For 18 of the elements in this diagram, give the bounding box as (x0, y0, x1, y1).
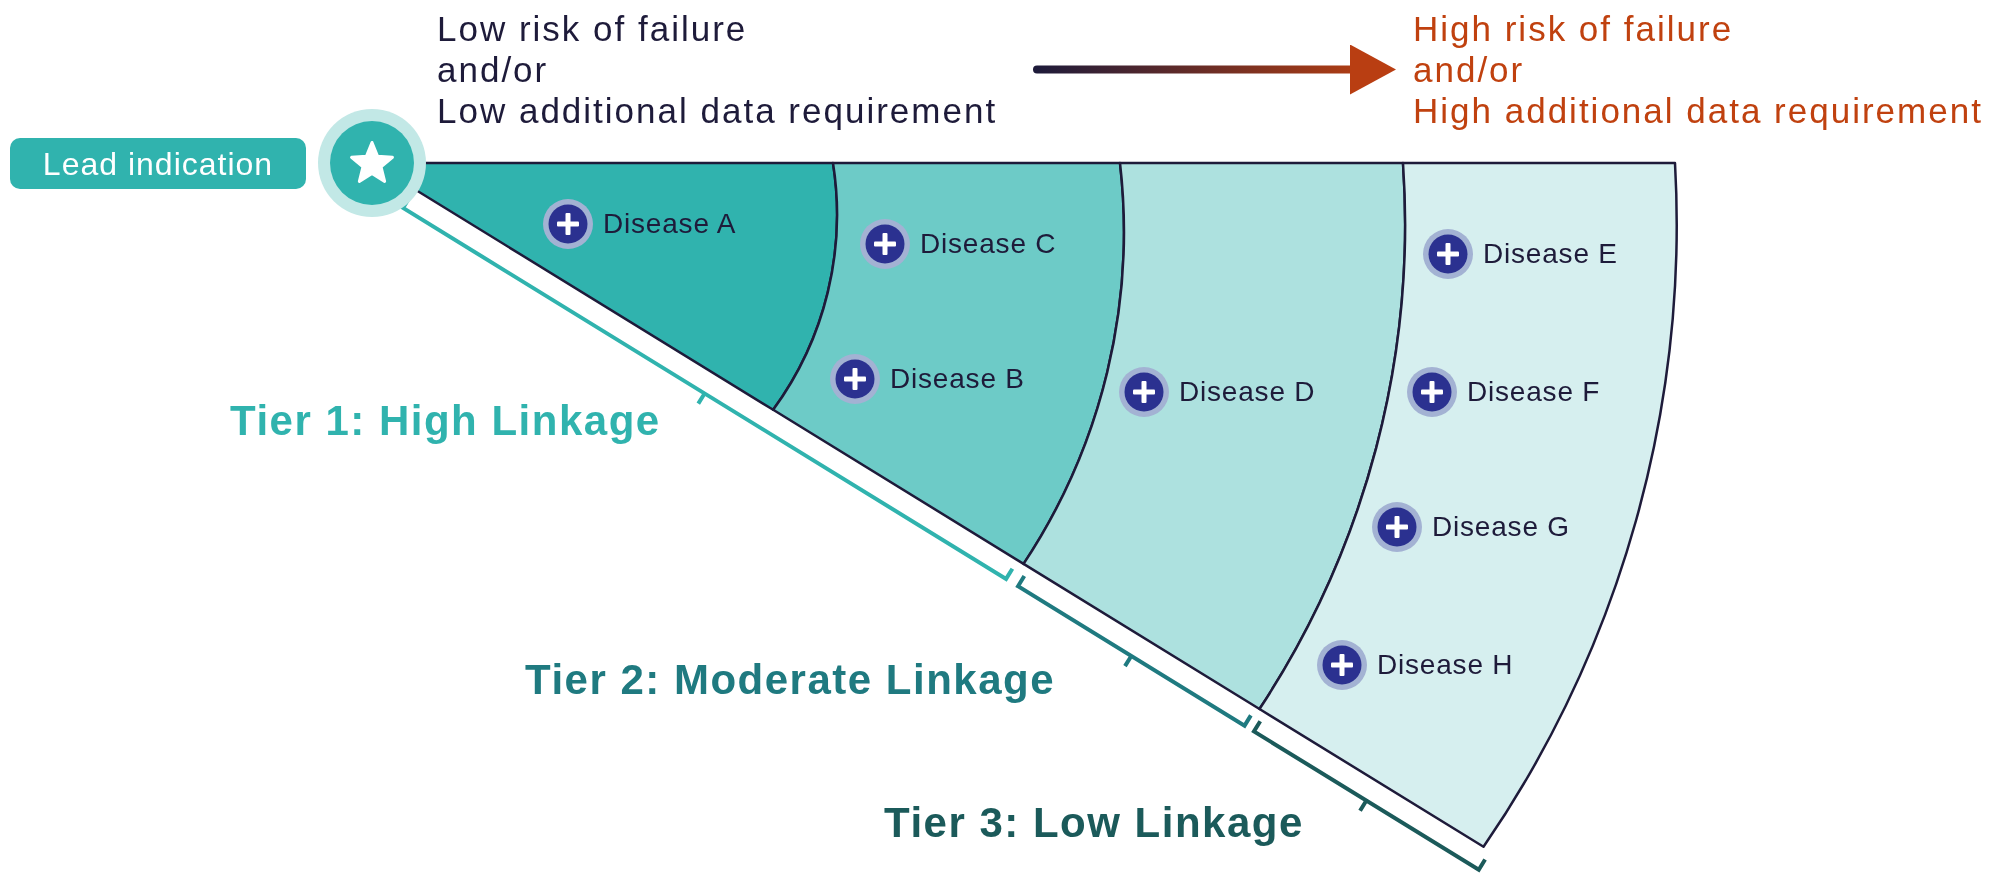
disease-label: Disease A (603, 210, 737, 238)
disease-label: Disease B (890, 365, 1025, 393)
disease-label: Disease H (1377, 651, 1514, 679)
indication-tag: Lead indication (10, 138, 306, 189)
range-label: High risk of failure (1413, 8, 1734, 49)
disease-label: Disease C (920, 230, 1057, 258)
range-label: Low risk of failure (437, 8, 748, 49)
disease-label: Disease F (1467, 378, 1601, 406)
tier-label: Tier 2: Moderate Linkage (525, 657, 1056, 703)
range-label: Low additional data requirement (437, 90, 998, 131)
disease-label: Disease E (1483, 240, 1618, 268)
tier-label: Tier 3: Low Linkage (884, 800, 1304, 846)
range-label: and/or (437, 49, 549, 90)
disease-label: Disease G (1432, 513, 1570, 541)
disease-label: Disease D (1179, 378, 1316, 406)
tier-label: Tier 1: High Linkage (230, 398, 661, 444)
range-label: and/or (1413, 49, 1525, 90)
range-label: High additional data requirement (1413, 90, 1983, 131)
